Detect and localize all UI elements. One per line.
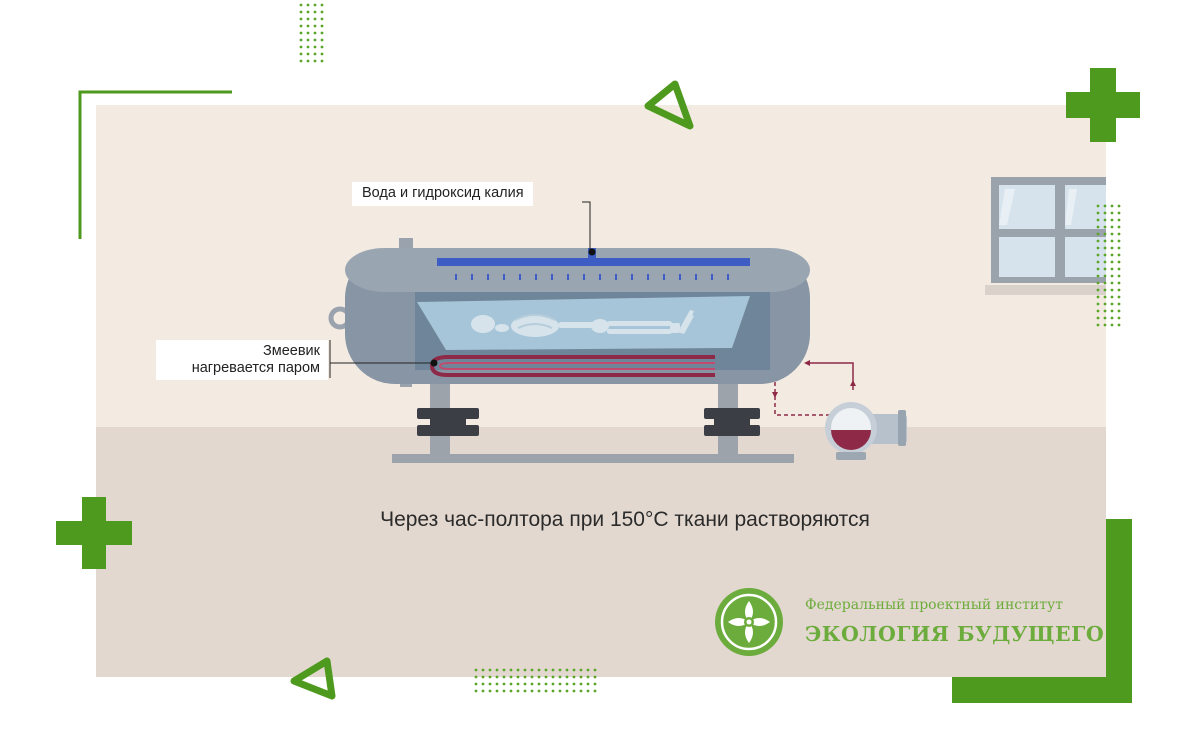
clamp-left <box>417 408 479 436</box>
clamp-right <box>704 408 760 436</box>
skeleton-illustration <box>471 310 694 337</box>
heating-coil <box>429 355 715 377</box>
caption-text: Через час-полтора при 150°С ткани раство… <box>380 508 870 531</box>
logo-emblem-icon <box>715 588 783 656</box>
pump-illustration <box>825 402 907 460</box>
logo-title: ЭКОЛОГИЯ БУДУЩЕГО <box>805 622 1105 646</box>
solution-pipe <box>437 258 750 266</box>
window-illustration <box>985 177 1106 295</box>
scene-frame <box>96 105 1106 677</box>
label-water-koh: Вода и гидроксид калия <box>352 182 533 206</box>
spray-drops <box>455 274 729 280</box>
label-coil-line1: Змеевик <box>262 343 320 359</box>
label-water-text: Вода и гидроксид калия <box>362 185 524 201</box>
label-coil-line2: нагревается паром <box>191 360 320 376</box>
logo-subtitle: Федеральный проектный институт <box>805 597 1063 613</box>
label-coil: Змеевик нагревается паром <box>156 340 328 380</box>
hydrolysis-tank-diagram <box>328 201 907 463</box>
base-rail <box>392 454 794 463</box>
floor <box>96 427 1106 677</box>
